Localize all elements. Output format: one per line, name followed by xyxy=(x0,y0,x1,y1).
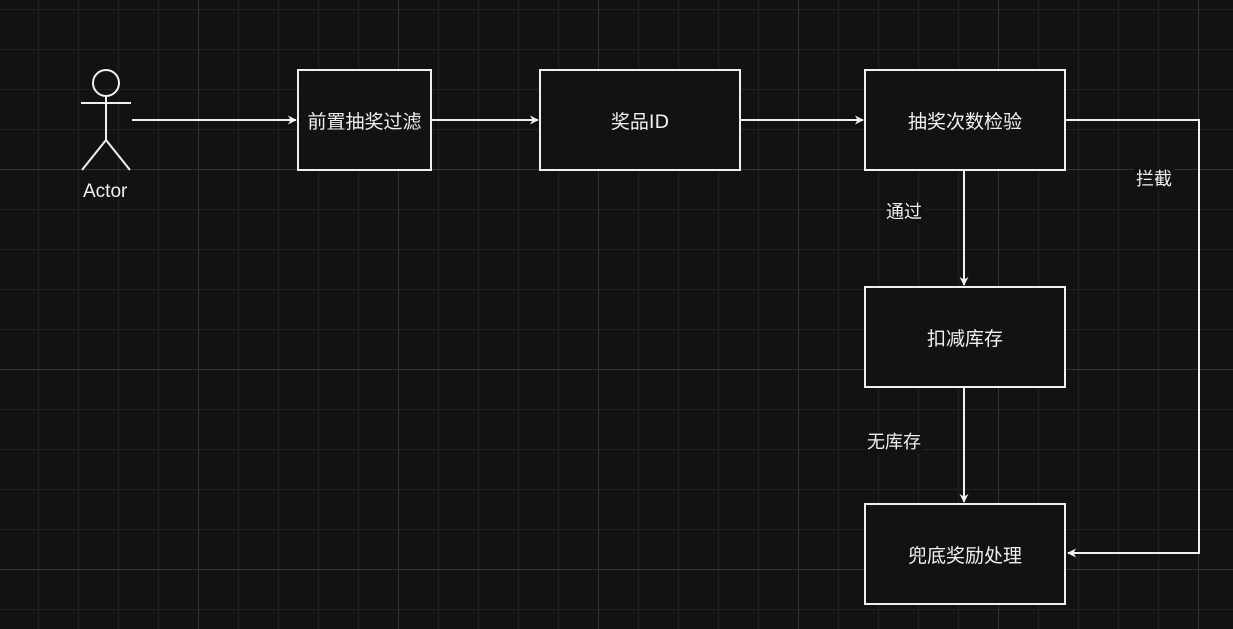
edge-label-no-stock: 无库存 xyxy=(865,432,923,454)
actor-figure[interactable] xyxy=(81,69,131,171)
edge-label-pass: 通过 xyxy=(884,202,924,224)
node-prize-id[interactable]: 奖品ID xyxy=(539,69,741,171)
node-fallback[interactable]: 兜底奖励处理 xyxy=(864,503,1066,605)
actor-left-leg xyxy=(81,139,107,171)
actor-label: Actor xyxy=(83,181,128,202)
actor-head xyxy=(92,69,120,97)
edge-label-intercept: 拦截 xyxy=(1134,169,1174,191)
node-pre-filter[interactable]: 前置抽奖过滤 xyxy=(297,69,432,171)
node-deduct-stock[interactable]: 扣减库存 xyxy=(864,286,1066,388)
actor-right-leg xyxy=(105,139,131,171)
edge-count-check-to-fallback[interactable] xyxy=(1066,119,1200,558)
node-count-check[interactable]: 抽奖次数检验 xyxy=(864,69,1066,171)
